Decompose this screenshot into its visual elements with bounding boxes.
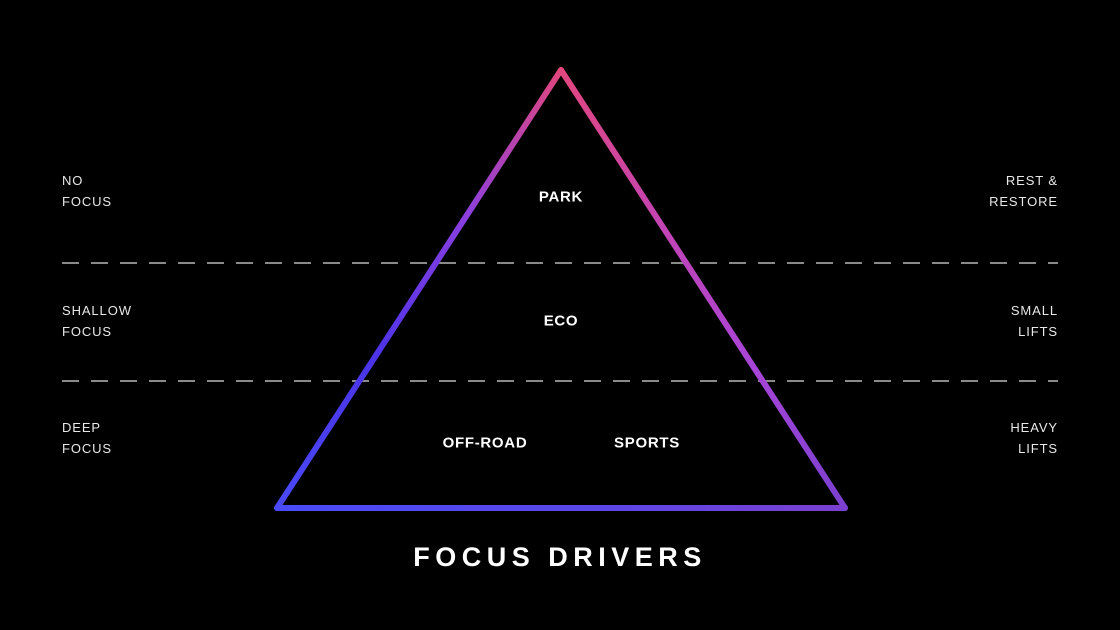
left-label-no-focus: NO FOCUS xyxy=(62,173,112,209)
zone-label-off-road: OFF-ROAD xyxy=(442,434,528,452)
triangle-left-edge xyxy=(274,67,564,511)
triangle-right-edge xyxy=(558,67,848,511)
left-label-deep-focus: DEEP FOCUS xyxy=(62,420,112,456)
zone-label-eco: ECO xyxy=(543,312,579,330)
left-label-shallow-focus: SHALLOW FOCUS xyxy=(62,303,132,339)
zone-label-sports: SPORTS xyxy=(614,434,680,452)
right-label-rest-restore: REST & RESTORE xyxy=(989,173,1058,209)
right-label-heavy-lifts: HEAVY LIFTS xyxy=(1010,420,1058,456)
zone-label-park: PARK xyxy=(538,188,584,206)
page-title: FOCUS DRIVERS xyxy=(413,542,707,572)
right-label-small-lifts: SMALL LIFTS xyxy=(1010,303,1058,339)
